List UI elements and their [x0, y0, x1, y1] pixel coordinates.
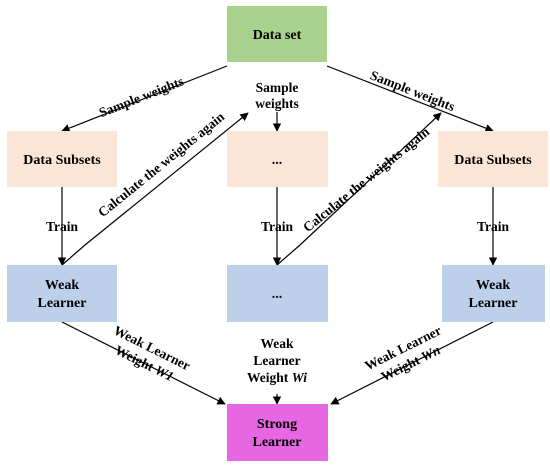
learner-right-label-2: Learner — [469, 296, 518, 311]
sample-weights-left-label: Sample weights — [97, 73, 186, 120]
edge-calc-again-left — [61, 112, 249, 266]
learner-mid-label: ... — [272, 287, 283, 302]
nodes — [7, 6, 548, 461]
sample-weights-mid-label-2: weights — [255, 96, 299, 111]
weight-mid-prefix: Weight — [247, 370, 292, 385]
dataset-label: Data set — [253, 28, 302, 43]
edge-dataset-to-subset-left — [61, 65, 228, 133]
strong-label-1: Strong — [257, 417, 297, 432]
strong-learner-box — [227, 404, 328, 461]
learner-left-label-1: Weak — [45, 278, 79, 293]
edge-dataset-to-subset-right — [326, 65, 494, 133]
subset-mid-box — [227, 131, 328, 187]
edge-calc-again-mid — [276, 112, 442, 266]
train-right-label: Train — [477, 219, 509, 234]
weight-mid-line-3: Weight Wi — [247, 370, 307, 385]
learner-left-box — [7, 265, 117, 322]
subset-mid-label: ... — [272, 153, 283, 168]
learner-left-label-2: Learner — [38, 296, 87, 311]
edge-learner-right-to-strong — [330, 321, 494, 405]
dataset-box — [227, 6, 327, 62]
connectors — [57, 65, 498, 405]
train-left-label: Train — [46, 219, 78, 234]
weight-mid-line-1: Weak — [260, 336, 293, 351]
subset-right-box — [438, 131, 548, 187]
subset-right-label: Data Subsets — [454, 153, 532, 168]
strong-label-2: Learner — [253, 435, 302, 450]
learner-mid-box — [227, 265, 328, 322]
subset-left-label: Data Subsets — [23, 153, 101, 168]
learner-right-label-1: Weak — [476, 278, 510, 293]
weight-right-label: Weak Learner Weight Wn — [362, 323, 444, 385]
learner-right-box — [442, 265, 545, 322]
weight-mid-var: Wi — [292, 370, 308, 385]
weight-mid-line-2: Learner — [253, 353, 300, 368]
edge-learner-left-to-strong — [61, 321, 226, 405]
train-mid-label: Train — [261, 219, 293, 234]
weight-left-var: W1 — [153, 362, 176, 384]
sample-weights-mid-label-1: Sample — [256, 80, 299, 95]
subset-left-box — [7, 131, 117, 187]
sample-weights-right-label: Sample weights — [368, 67, 457, 114]
weight-left-label: Weak Learner Weight W1 — [111, 323, 193, 384]
